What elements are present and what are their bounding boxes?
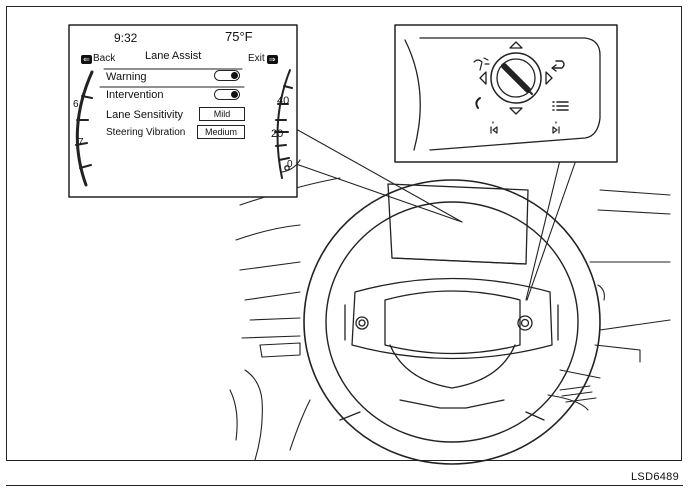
screen-title: Lane Assist	[145, 50, 202, 62]
menu-item-warning[interactable]: Warning	[106, 71, 147, 83]
intervention-toggle-switch-icon[interactable]	[214, 89, 240, 100]
menu-list-icon	[552, 101, 569, 111]
exit-label: Exit	[248, 53, 265, 64]
callout-pointers	[295, 128, 577, 301]
back-button[interactable]: ⇐Back	[81, 54, 115, 65]
gauge-left	[75, 70, 94, 187]
gauge-right-tick-20: 20	[271, 128, 284, 140]
gauge-left-tick-7: 7	[78, 137, 84, 148]
lane-sensitivity-value[interactable]: Mild	[199, 107, 245, 121]
exit-icon: ⇒	[266, 54, 278, 64]
gauge-right-tick-40: 40	[277, 95, 290, 107]
display-temperature: 75°F	[225, 29, 253, 44]
gauge-right	[274, 69, 301, 179]
display-callout-box	[68, 24, 298, 198]
bottom-rule	[6, 485, 683, 486]
return-icon	[551, 60, 565, 72]
previous-track-icon	[490, 121, 498, 134]
voice-recognition-icon	[473, 57, 490, 71]
steering-vibration-value[interactable]: Medium	[197, 125, 245, 139]
phone-icon	[475, 97, 481, 109]
back-label: Back	[93, 53, 116, 64]
menu-separators	[99, 68, 245, 88]
dashboard-outline	[229, 177, 671, 461]
figure-code: LSD6489	[631, 471, 679, 483]
back-icon: ⇐	[81, 54, 92, 64]
switch-callout-box	[394, 24, 618, 163]
warning-toggle-switch-icon[interactable]	[214, 70, 240, 81]
gauge-left-tick-6: 6	[73, 99, 79, 110]
menu-item-intervention[interactable]: Intervention	[106, 89, 164, 101]
display-time: 9:32	[114, 31, 138, 45]
gauge-right-tick-0: 0	[287, 159, 293, 170]
enter-dial-icon	[501, 63, 533, 95]
switch-panel	[404, 37, 601, 151]
menu-item-lane-sensitivity[interactable]: Lane Sensitivity	[106, 109, 184, 121]
menu-item-steering-vibration[interactable]: Steering Vibration	[106, 127, 186, 138]
lane-sensitivity-value-text: Mild	[213, 109, 231, 119]
exit-button[interactable]: Exit⇒	[248, 54, 278, 65]
figure-frame	[6, 6, 682, 461]
steering-vibration-value-text: Medium	[204, 127, 237, 137]
steering-wheel	[303, 179, 601, 465]
instrument-cluster	[387, 183, 529, 265]
next-track-icon	[552, 121, 560, 134]
